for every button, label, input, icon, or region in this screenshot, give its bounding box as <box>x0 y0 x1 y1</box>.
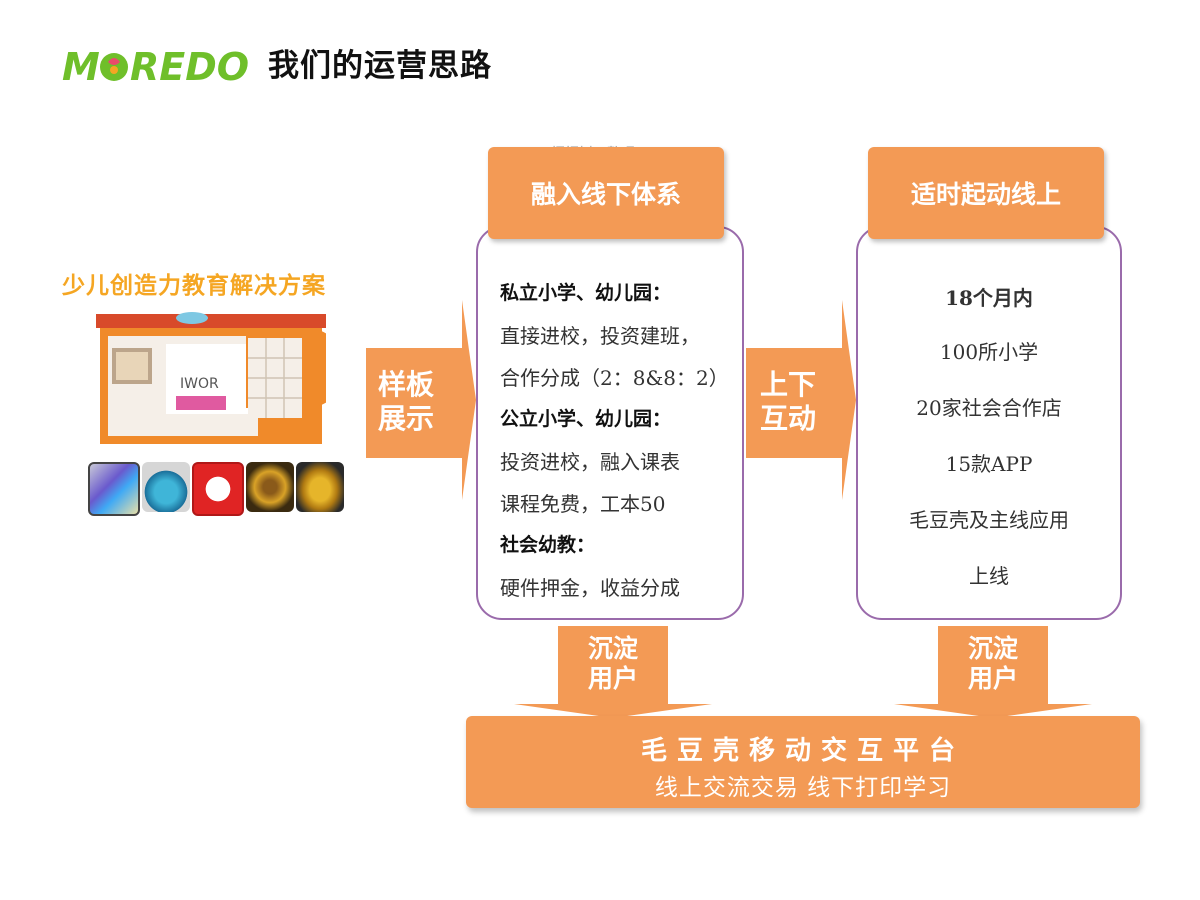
platform-title: 毛豆壳移动交互平台 <box>640 736 965 766</box>
online-line-2: 100所小学 <box>939 340 1039 364</box>
offline-line-7: 社会幼教： <box>500 534 596 556</box>
mobile-platform-box: 毛豆壳移动交互平台 线上交流交易 线下打印学习 <box>466 716 1140 808</box>
interaction-arrow <box>746 300 856 500</box>
online-line-1: 18个月内 <box>945 286 1033 310</box>
online-content-box: 18个月内 100所小学 20家社会合作店 15款APP 毛豆壳及主线应用 上线 <box>856 226 1122 620</box>
online-header: 适时起动线上 <box>868 147 1104 239</box>
interaction-label: 上下 互动 <box>760 368 816 436</box>
cube-app-icon <box>88 462 140 516</box>
vase-app-icon <box>296 462 344 512</box>
moredo-logo: M REDO <box>62 44 262 88</box>
settle-users-label-right: 沉淀 用户 <box>943 634 1043 694</box>
online-line-5: 毛豆壳及主线应用 <box>909 508 1069 532</box>
offline-line-8: 硬件押金，收益分成 <box>500 576 680 600</box>
sample-display-arrow <box>366 300 476 500</box>
svg-text:REDO: REDO <box>130 45 249 88</box>
rose-app-icon <box>246 462 294 512</box>
booth-sign: IWOR <box>180 376 219 392</box>
offline-line-4: 公立小学、幼儿园： <box>500 408 672 430</box>
settle-left-line2: 用户 <box>587 664 638 693</box>
settle-left-line1: 沉淀 <box>587 634 638 663</box>
page-title: 我们的运营思路 <box>268 48 492 84</box>
online-line-6: 上线 <box>969 564 1009 588</box>
offline-content-box: 私立小学、幼儿园： 直接进校，投资建班， 合作分成（2：8&8：2） 公立小学、… <box>476 226 744 620</box>
settle-users-arrow-left <box>514 626 712 718</box>
interaction-label-line1: 上下 <box>760 368 817 401</box>
settle-right-line2: 用户 <box>967 664 1018 693</box>
online-line-4: 15款APP <box>945 452 1033 476</box>
settle-users-arrow-right <box>894 626 1092 718</box>
sample-label-line1: 样板 <box>378 368 435 401</box>
classroom-booth-image: IWOR <box>96 308 346 448</box>
platform-subtitle: 线上交流交易 线下打印学习 <box>654 775 952 801</box>
moredo-logo-graphic: M REDO <box>62 45 249 88</box>
settle-right-line1: 沉淀 <box>967 634 1018 663</box>
offline-line-1: 私立小学、幼儿园： <box>500 282 672 304</box>
settle-users-label-left: 沉淀 用户 <box>563 634 663 694</box>
offline-line-2: 直接进校，投资建班， <box>500 324 700 348</box>
svg-text:M: M <box>62 45 100 88</box>
sample-label-line2: 展示 <box>378 402 435 435</box>
interaction-label-line2: 互动 <box>760 402 817 435</box>
bowl-app-icon <box>142 462 190 512</box>
offline-line-5: 投资进校，融入课表 <box>500 450 680 474</box>
app-icons-row <box>88 462 344 516</box>
solution-heading: 少儿创造力教育解决方案 <box>62 273 326 299</box>
face-app-icon <box>192 462 244 516</box>
offline-line-3: 合作分成（2：8&8：2） <box>500 366 729 390</box>
offline-line-6: 课程免费，工本50 <box>500 492 666 516</box>
sample-display-label: 样板 展示 <box>378 368 434 436</box>
offline-header: 融入线下体系 <box>488 147 724 239</box>
online-line-3: 20家社会合作店 <box>916 396 1062 420</box>
